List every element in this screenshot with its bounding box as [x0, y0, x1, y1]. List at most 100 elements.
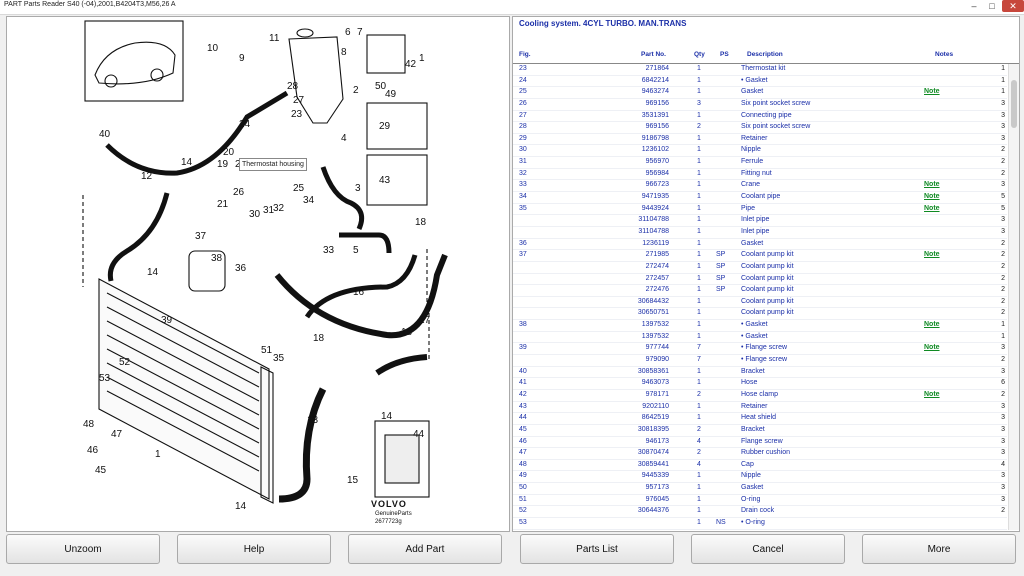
callout-number[interactable]: 17 — [419, 315, 431, 326]
callout-number[interactable]: 18 — [401, 327, 413, 338]
callout-number[interactable]: 34 — [303, 195, 315, 206]
column-notes[interactable]: Notes — [935, 51, 954, 58]
callout-number[interactable]: 53 — [99, 373, 111, 384]
callout-number[interactable]: 46 — [87, 445, 99, 456]
callout-number[interactable]: 40 — [99, 129, 111, 140]
cancel-button[interactable]: Cancel — [691, 534, 845, 564]
add-part-button[interactable]: Add Part — [348, 534, 502, 564]
callout-number[interactable]: 7 — [357, 27, 363, 38]
column-qty[interactable]: Qty — [694, 51, 705, 58]
callout-number[interactable]: 14 — [235, 501, 247, 512]
callout-number[interactable]: 49 — [385, 89, 397, 100]
callout-number[interactable]: 37 — [195, 231, 207, 242]
note-link[interactable]: Note — [924, 88, 940, 96]
note-link[interactable]: Note — [924, 390, 940, 398]
help-button[interactable]: Help — [177, 534, 331, 564]
callout-number[interactable]: 28 — [287, 81, 299, 92]
note-link[interactable]: Note — [924, 251, 940, 259]
exploded-diagram[interactable]: 6711109842150492282723244402029221914122… — [6, 16, 510, 532]
callout-number[interactable]: 18 — [415, 217, 427, 228]
column-description[interactable]: Description — [747, 51, 783, 58]
cooling-system-diagram[interactable]: 6711109842150492282723244402029221914122… — [7, 17, 509, 531]
callout-number[interactable]: 35 — [273, 353, 285, 364]
column-part-no[interactable]: Part No. — [641, 51, 666, 58]
callout-number[interactable]: 47 — [111, 429, 123, 440]
callout-number[interactable]: 14 — [181, 157, 193, 168]
callout-number[interactable]: 36 — [235, 263, 247, 274]
callout-number[interactable]: 42 — [405, 59, 417, 70]
callout-number[interactable]: 32 — [273, 203, 285, 214]
callout-number[interactable]: 29 — [379, 121, 391, 132]
callout-number[interactable]: 16 — [353, 287, 365, 298]
callout-number[interactable]: 21 — [217, 199, 229, 210]
callout-number[interactable]: 27 — [293, 95, 305, 106]
callout-number[interactable]: 1 — [419, 53, 425, 64]
callout-number[interactable]: 20 — [223, 147, 235, 158]
callout-number[interactable]: 38 — [211, 253, 223, 264]
close-icon[interactable]: ✕ — [1002, 0, 1024, 12]
callout-number[interactable]: 10 — [207, 43, 219, 54]
callout-number[interactable]: 44 — [413, 429, 425, 440]
callout-number[interactable]: 43 — [379, 175, 391, 186]
callout-number[interactable]: 50 — [375, 81, 387, 92]
callout-number[interactable]: 25 — [293, 183, 305, 194]
callout-number[interactable]: 23 — [291, 109, 303, 120]
callout-number[interactable]: 51 — [261, 345, 273, 356]
maximize-icon[interactable]: □ — [989, 1, 995, 11]
callout-number[interactable]: 3 — [355, 183, 361, 194]
note-link[interactable]: Note — [924, 344, 940, 352]
minimize-icon[interactable]: – — [971, 1, 977, 11]
callout-number[interactable]: 14 — [381, 411, 393, 422]
callout-number[interactable]: 26 — [233, 187, 245, 198]
callout-number[interactable]: 45 — [95, 465, 107, 476]
callout-number[interactable]: 15 — [347, 475, 359, 486]
callout-number[interactable]: 48 — [83, 419, 95, 430]
callout-number[interactable]: 4 — [341, 133, 347, 144]
note-link[interactable]: Note — [924, 181, 940, 189]
note-link[interactable]: Note — [924, 204, 940, 212]
callout-number[interactable]: 39 — [161, 315, 173, 326]
more-button[interactable]: More — [862, 534, 1016, 564]
callout-number[interactable]: 52 — [119, 357, 131, 368]
parts-list-button[interactable]: Parts List — [520, 534, 674, 564]
note-link[interactable]: Note — [924, 193, 940, 201]
callout-number[interactable]: 30 — [249, 209, 261, 220]
scrollbar-thumb[interactable] — [1011, 80, 1017, 128]
